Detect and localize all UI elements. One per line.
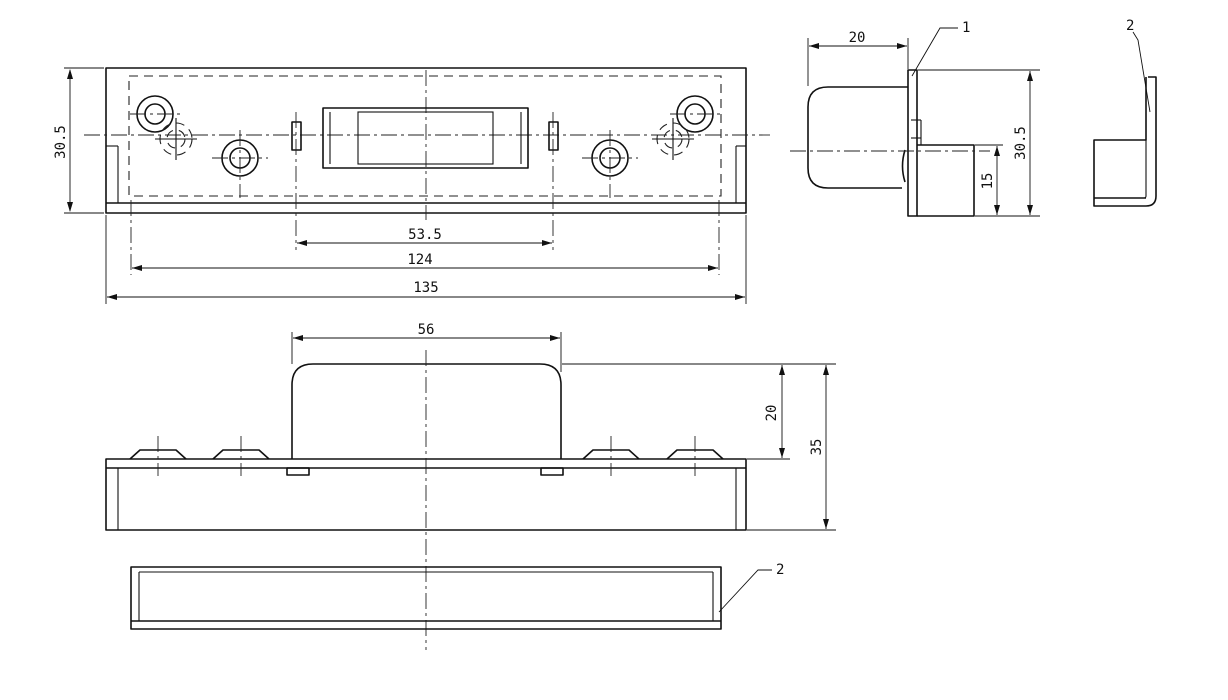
hidden-hole-right — [652, 118, 694, 160]
hidden-hole-left — [155, 118, 197, 160]
dim-side-lower: 15 — [980, 173, 996, 190]
dim-front-rise: 20 — [764, 405, 780, 422]
callout-part-1: 1 — [962, 20, 970, 36]
dim-hole-spacing: 124 — [407, 252, 432, 268]
top-view: 30.5 53.5 124 135 — [53, 67, 770, 304]
side-view: 20 30.5 15 1 — [790, 20, 1040, 217]
dim-top-height: 30.5 — [53, 125, 69, 159]
dim-side-depth: 20 — [849, 30, 866, 46]
front-view: 56 20 35 — [105, 322, 836, 650]
dim-front-width: 56 — [418, 322, 435, 338]
callout-part-2-end: 2 — [1126, 18, 1134, 34]
dim-front-height: 35 — [809, 439, 825, 456]
end-view: 2 — [1093, 18, 1157, 207]
dim-slot-spacing: 53.5 — [408, 227, 442, 243]
dim-side-height: 30.5 — [1013, 126, 1029, 160]
callout-part-2-bottom: 2 — [776, 562, 784, 578]
dim-overall-length: 135 — [413, 280, 438, 296]
bottom-strip: 2 — [130, 562, 784, 630]
